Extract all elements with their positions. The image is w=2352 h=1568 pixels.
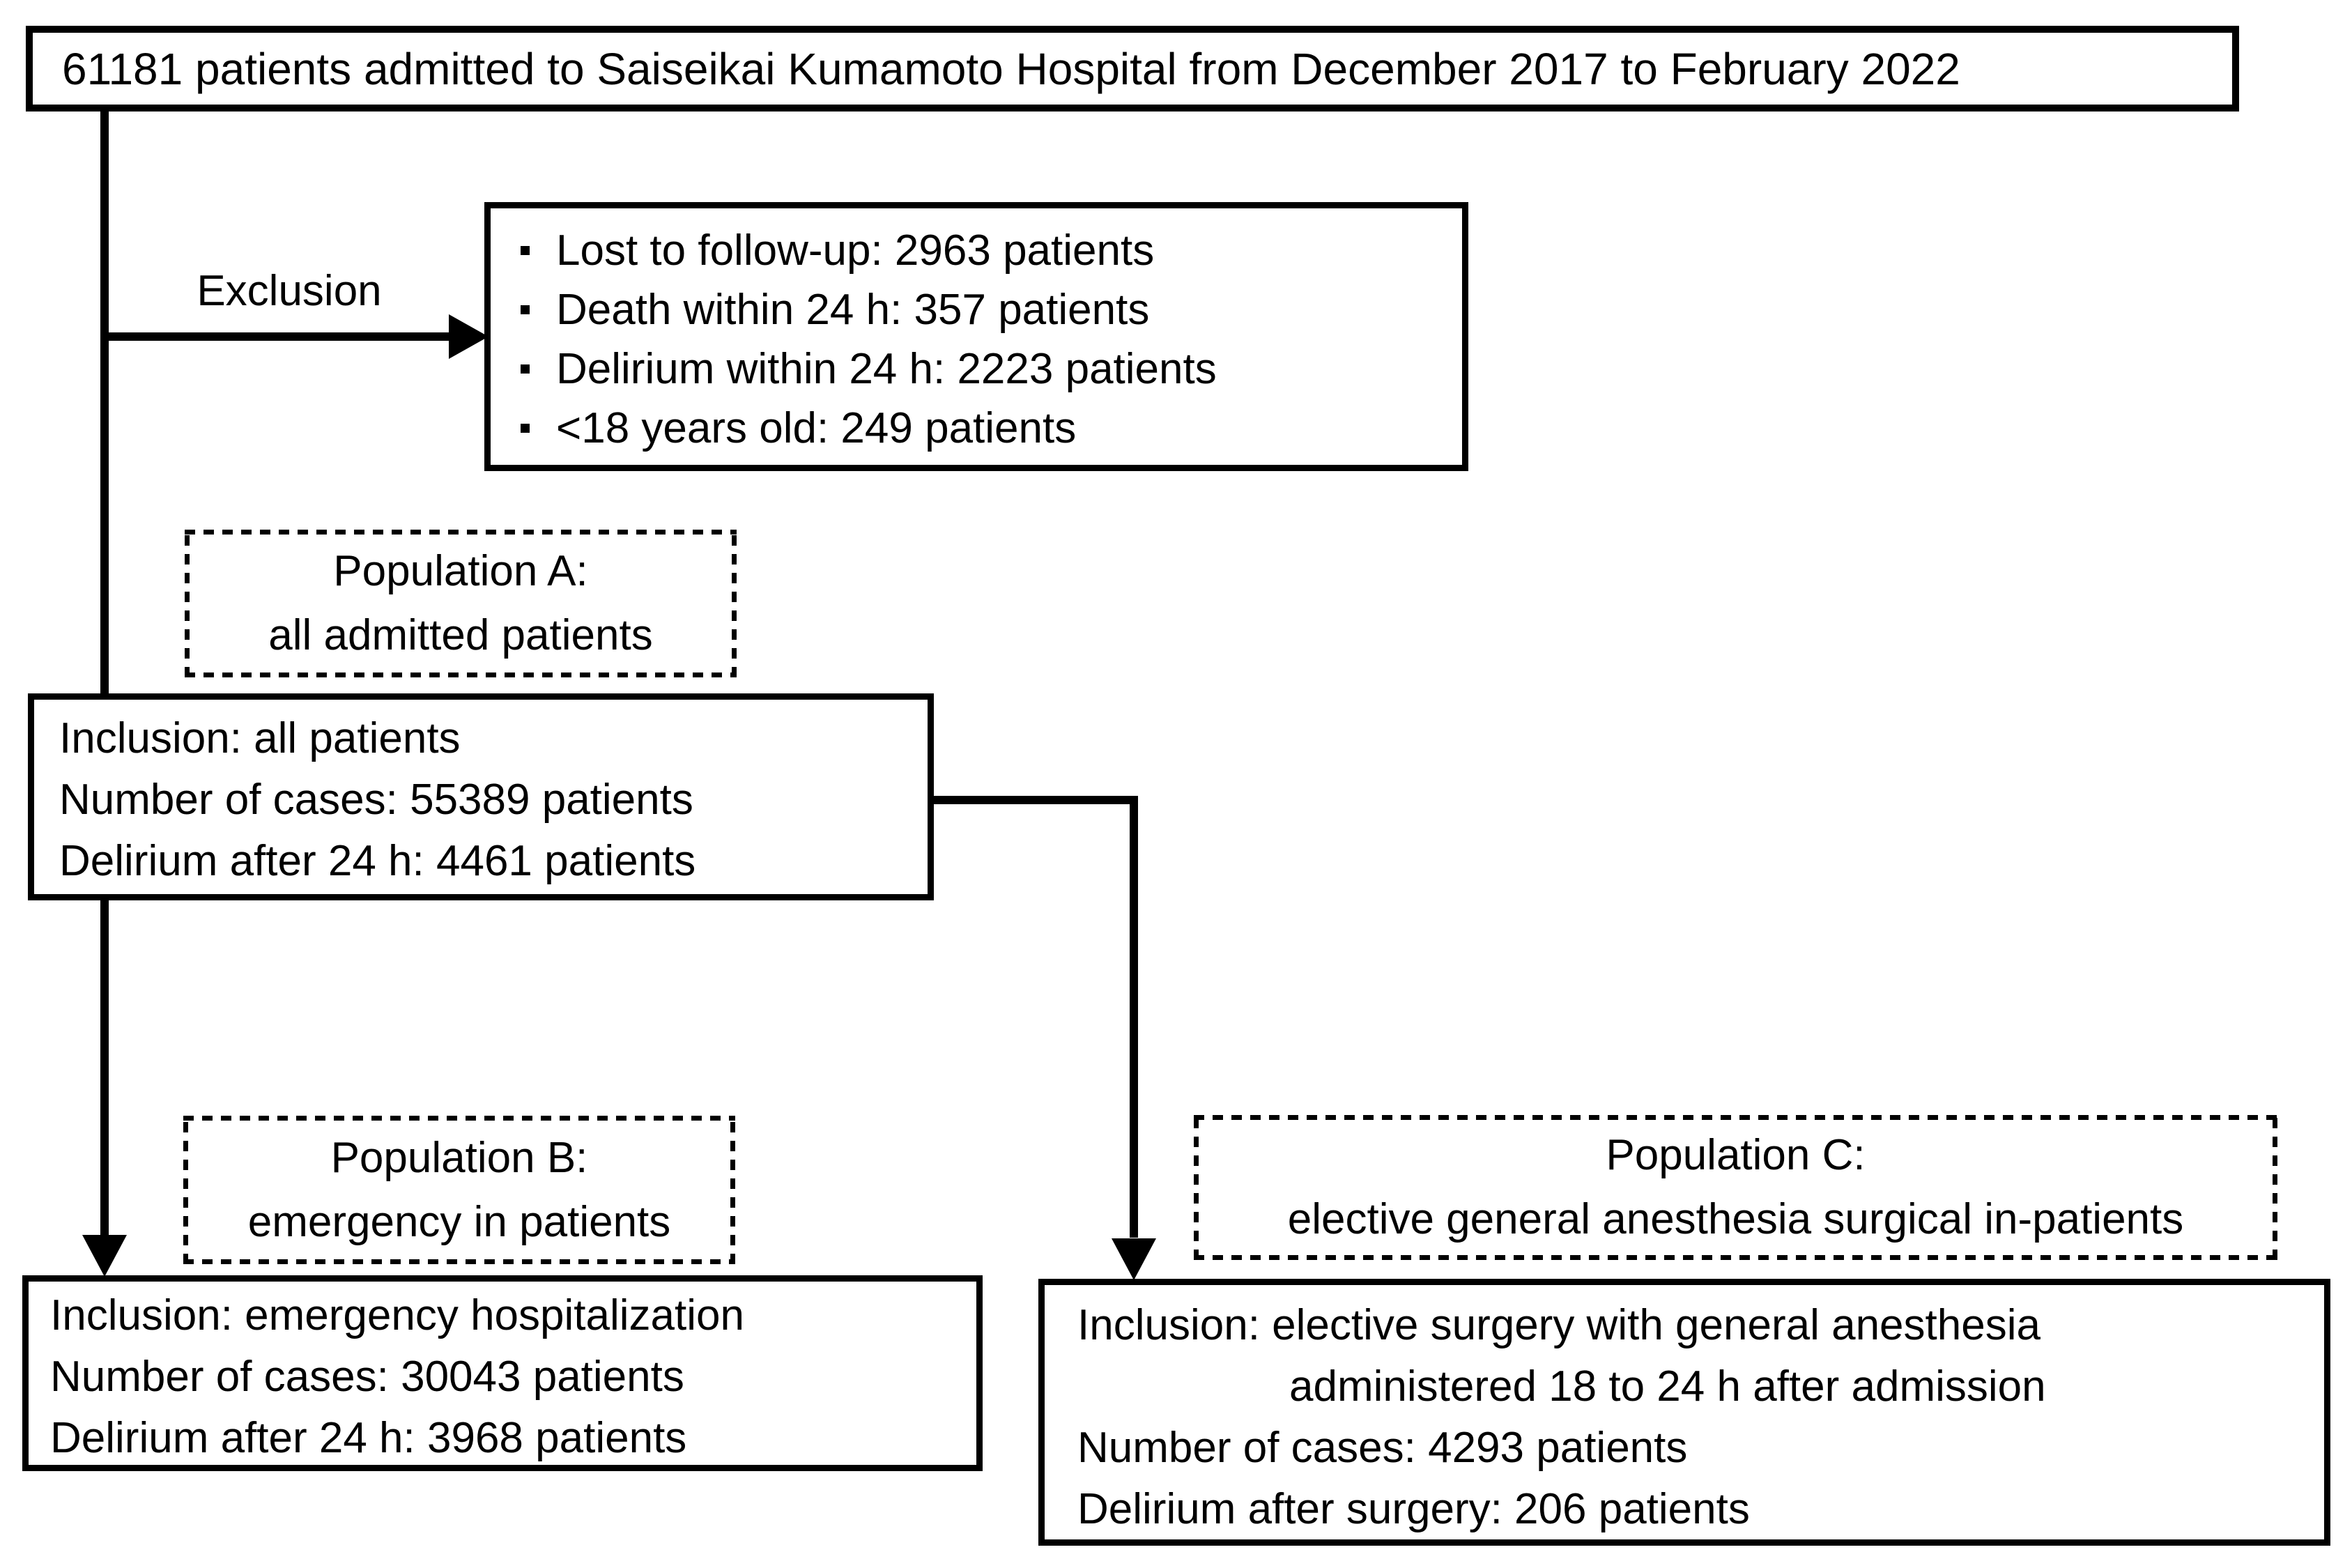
box-b-line: Inclusion: emergency hospitalization bbox=[50, 1291, 744, 1339]
exclusion-item-text: Death within 24 h: 357 patients bbox=[556, 285, 1150, 334]
bullet-icon bbox=[521, 424, 530, 433]
bullet-icon bbox=[521, 246, 530, 255]
exclusion-item: <18 years old: 249 patients bbox=[521, 399, 1462, 458]
inclusion-box-c: Inclusion: elective surgery with general… bbox=[1038, 1279, 2330, 1546]
population-b-title: Population B: bbox=[330, 1133, 588, 1182]
exclusion-item: Death within 24 h: 357 patients bbox=[521, 280, 1462, 339]
bullet-icon bbox=[521, 305, 530, 314]
box-c-line: Delirium after surgery: 206 patients bbox=[1077, 1485, 1750, 1533]
population-b-box: Population B: emergency in patients bbox=[183, 1116, 735, 1264]
exclusion-list: Lost to follow-up: 2963 patients Death w… bbox=[521, 221, 1462, 458]
box-a-line: Delirium after 24 h: 4461 patients bbox=[59, 837, 696, 885]
exclusion-item-text: Lost to follow-up: 2963 patients bbox=[556, 226, 1155, 275]
inclusion-box-b: Inclusion: emergency hospitalization Num… bbox=[22, 1275, 983, 1471]
exclusion-item: Delirium within 24 h: 2223 patients bbox=[521, 339, 1462, 399]
exclusion-item-text: Delirium within 24 h: 2223 patients bbox=[556, 344, 1217, 393]
box-b-line: Number of cases: 30043 patients bbox=[50, 1353, 684, 1401]
exclusion-item: Lost to follow-up: 2963 patients bbox=[521, 221, 1462, 280]
arrow-to-exclusion-icon bbox=[449, 314, 489, 359]
exclusion-item-text: <18 years old: 249 patients bbox=[556, 403, 1077, 452]
arrow-to-box-b-icon bbox=[82, 1235, 127, 1277]
population-a-subtitle: all admitted patients bbox=[268, 611, 653, 659]
population-a-box: Population A: all admitted patients bbox=[185, 530, 737, 677]
population-c-title: Population C: bbox=[1606, 1131, 1866, 1179]
population-c-subtitle: elective general anesthesia surgical in-… bbox=[1287, 1195, 2184, 1243]
box-c-line: Inclusion: elective surgery with general… bbox=[1077, 1301, 2040, 1349]
box-b-line: Delirium after 24 h: 3968 patients bbox=[50, 1414, 687, 1462]
admitted-patients-text: 61181 patients admitted to Saiseikai Kum… bbox=[62, 43, 1960, 94]
admitted-patients-box: 61181 patients admitted to Saiseikai Kum… bbox=[26, 26, 2239, 112]
box-c-line: administered 18 to 24 h after admission bbox=[1289, 1362, 2046, 1411]
box-c-line: Number of cases: 4293 patients bbox=[1077, 1424, 1688, 1472]
inclusion-box-a: Inclusion: all patients Number of cases:… bbox=[28, 693, 934, 900]
box-a-line: Number of cases: 55389 patients bbox=[59, 776, 693, 824]
population-a-title: Population A: bbox=[333, 547, 588, 595]
arrow-to-box-c-icon bbox=[1112, 1238, 1156, 1280]
population-c-box: Population C: elective general anesthesi… bbox=[1194, 1115, 2277, 1260]
exclusion-label: Exclusion bbox=[197, 267, 382, 315]
box-a-line: Inclusion: all patients bbox=[59, 714, 461, 762]
exclusion-box: Lost to follow-up: 2963 patients Death w… bbox=[484, 202, 1468, 471]
branch-line-to-box-c bbox=[932, 796, 1138, 1238]
population-b-subtitle: emergency in patients bbox=[247, 1197, 671, 1246]
bullet-icon bbox=[521, 364, 530, 374]
